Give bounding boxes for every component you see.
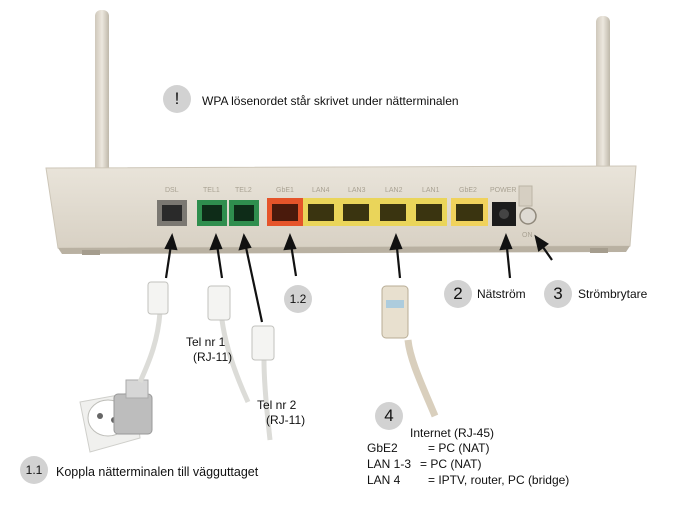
port-label-power: POWER [490, 187, 517, 194]
arrow-tel2 [242, 237, 264, 323]
rj11-cable-dsl [137, 281, 169, 384]
port-label-tel1: TEL1 [203, 187, 220, 194]
lan-ports [303, 198, 447, 226]
row-desc: = PC (NAT) [428, 441, 490, 455]
row-desc: = IPTV, router, PC (bridge) [428, 473, 570, 487]
row-port: LAN 1-3 [367, 457, 412, 471]
wpa-note: WPA lösenordet står skrivet under nätter… [202, 94, 459, 108]
badge-1-1: 1.1 [20, 456, 48, 484]
label-koppla: Koppla nätterminalen till vägguttaget [56, 465, 259, 479]
port-label-dsl: DSL [165, 187, 179, 194]
gbe1-port [267, 198, 303, 226]
arrows [164, 233, 553, 323]
rj11-cable-tel1 [207, 285, 251, 404]
badge-1-2: 1.2 [284, 285, 312, 313]
internet-title: Internet (RJ-45) [410, 426, 495, 440]
port-label-gbe2: GbE2 [459, 187, 477, 194]
port-label-lan2: LAN2 [385, 187, 403, 194]
badge-2: 2 [444, 280, 472, 308]
port-label-lan3: LAN3 [348, 187, 366, 194]
port-label-lan1: LAN1 [422, 187, 440, 194]
row-port: LAN 4 [367, 473, 401, 487]
dsl-port [157, 200, 187, 226]
tel1-port [197, 200, 227, 226]
rj11-cable-tel2 [251, 325, 275, 441]
port-label-lan4: LAN4 [312, 187, 330, 194]
badge-3: 3 [544, 280, 572, 308]
wall-socket [79, 379, 153, 453]
rj45-cable [381, 285, 439, 418]
port-label-tel2: TEL2 [235, 187, 252, 194]
tel1-line1: Tel nr 1 [186, 335, 226, 349]
tel2-line1: Tel nr 2 [257, 398, 297, 412]
row-port: GbE2 [367, 441, 398, 455]
badge-4: 4 [375, 402, 403, 430]
tel2-port [229, 200, 259, 226]
port-label-gbe1: GbE1 [276, 187, 294, 194]
label-strombrytare: Strömbrytare [578, 287, 648, 301]
port-label-on: ON [522, 232, 533, 239]
gbe2-port [451, 198, 488, 226]
row-desc: = PC (NAT) [420, 457, 482, 471]
power-switch [518, 185, 537, 225]
label-natstrom: Nätström [477, 287, 526, 301]
tel2-line2: (RJ-11) [266, 413, 306, 427]
power-socket [492, 202, 516, 226]
tel1-line2: (RJ-11) [193, 350, 233, 364]
warning-badge: ! [163, 85, 191, 113]
